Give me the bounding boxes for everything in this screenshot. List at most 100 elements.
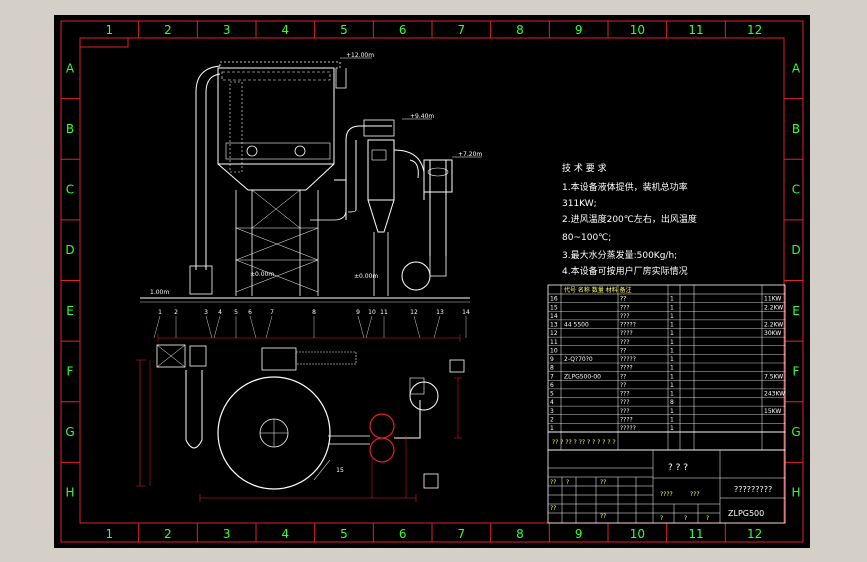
- bom-row-no: 11: [550, 339, 558, 346]
- grid-col-top-1: 1: [106, 23, 114, 37]
- bom-row-power: 2.2KW: [764, 304, 783, 311]
- bom-row: 2????1: [550, 416, 674, 423]
- bom-row: 9 2-Q?70?0????? 1: [550, 356, 674, 363]
- grid-col-top-8: 8: [516, 23, 524, 37]
- grid-col-top-3: 3: [223, 23, 231, 37]
- grid-col-bottom-6: 6: [399, 527, 407, 541]
- bom-row: 6?? 1: [550, 382, 674, 389]
- tech-line-2: 311KW;: [562, 199, 597, 209]
- bom-row-code: 44 5500: [564, 322, 589, 329]
- plan-fan-box: [449, 359, 465, 373]
- title-block: ? ? ? ????????? ZLPG500 ?? ? ?? ?? ???? …: [547, 449, 786, 524]
- title-cell-9: ?: [684, 515, 687, 522]
- callout-11: 11: [380, 309, 388, 316]
- bom-row-name: ???: [620, 313, 630, 320]
- bom-row-power: 30KW: [764, 330, 781, 337]
- bom-row-no: 9: [550, 356, 554, 363]
- bom-row: 10??1: [550, 347, 674, 354]
- bom-row-no: 16: [550, 296, 558, 303]
- bom-row-no: 1: [550, 425, 554, 432]
- bom-row-code: 2-Q?70?0: [564, 356, 593, 363]
- callout-15: 15: [336, 467, 344, 474]
- bom-row-name: ???: [620, 391, 630, 398]
- title-cell-10: ?: [706, 515, 709, 522]
- bom-row-name: ??: [620, 296, 626, 303]
- bom-row-power: 11KW: [764, 296, 781, 303]
- bom-row-qty: 1: [670, 339, 674, 346]
- bom-row-power: 15KW: [764, 408, 781, 415]
- grid-col-bottom-8: 8: [516, 527, 524, 541]
- grid-row-left-A: A: [66, 61, 75, 75]
- grid-row-left-E: E: [66, 304, 74, 318]
- bom-row-no: 4: [550, 399, 554, 406]
- bom-row-no: 15: [550, 304, 558, 311]
- drawing-name: ?????????: [734, 485, 772, 494]
- grid-col-bottom-9: 9: [575, 527, 583, 541]
- bom-row-power: 2.2KW: [764, 322, 783, 329]
- grid-row-left-B: B: [66, 122, 74, 136]
- bom-row-no: 5: [550, 391, 554, 398]
- tech-title: 技 术 要 求: [562, 162, 607, 174]
- elev-ground: ±0.00m: [354, 273, 378, 280]
- bom-row: 1????? 1: [550, 425, 674, 432]
- bom-row: 11???1: [550, 339, 674, 346]
- bom-row-qty: 8: [670, 399, 674, 406]
- grid-col-bottom-4: 4: [282, 527, 290, 541]
- grid-col-top-2: 2: [164, 23, 172, 37]
- bom-row-name: ???: [620, 399, 630, 406]
- bom-row-name: ??: [620, 382, 626, 389]
- bom-row-qty: 1: [670, 356, 674, 363]
- grid-row-left-G: G: [65, 425, 74, 439]
- grid-col-top-4: 4: [282, 23, 290, 37]
- bom-row-qty: 1: [670, 322, 674, 329]
- elev-mid: +9.40m: [410, 113, 434, 120]
- tech-line-1: 1.本设备液体提供，装机总功率: [562, 181, 688, 193]
- grid-row-right-E: E: [792, 304, 800, 318]
- bom-row-qty: 1: [670, 425, 674, 432]
- callout-9: 9: [356, 309, 360, 316]
- grid-col-bottom-12: 12: [747, 527, 762, 541]
- bom-row-name: ??: [620, 347, 626, 354]
- tech-line-6: 4.本设备可按用户厂房实际情况: [562, 265, 688, 277]
- bom-row-no: 10: [550, 347, 558, 354]
- grid-col-bottom-10: 10: [630, 527, 645, 541]
- title-marks: ? ? ?: [668, 463, 688, 473]
- bom-row-qty: 1: [670, 304, 674, 311]
- title-cell-1: ??: [550, 479, 556, 486]
- grid-row-right-A: A: [792, 61, 801, 75]
- title-cell-3: ??: [600, 479, 606, 486]
- bom-row-no: 8: [550, 365, 554, 372]
- bom-row: 4??? 8: [550, 399, 674, 406]
- bom-row: 14??? 1: [550, 313, 674, 320]
- grid-col-bottom-3: 3: [223, 527, 231, 541]
- bom-header: 代号 名称 数量 材料 备注: [564, 286, 632, 294]
- cyclone: [367, 139, 395, 201]
- grid-col-bottom-5: 5: [340, 527, 348, 541]
- bom-row-name: ?????: [620, 425, 636, 432]
- bom-row-name: ??: [620, 373, 626, 380]
- plan-drying-chamber: [217, 376, 331, 490]
- tech-line-5: 3.最大水分蒸发量:500Kg/h;: [562, 249, 677, 261]
- grid-row-left-H: H: [65, 486, 74, 500]
- grid-col-top-12: 12: [747, 23, 762, 37]
- grid-row-left-F: F: [67, 364, 74, 378]
- bom-row-qty: 1: [670, 382, 674, 389]
- callout-2: 2: [174, 309, 178, 316]
- bom-row-no: 6: [550, 382, 554, 389]
- grid-col-bottom-11: 11: [688, 527, 703, 541]
- bom-row-name: ?????: [620, 356, 636, 363]
- callout-13: 13: [436, 309, 444, 316]
- grid-col-top-10: 10: [630, 23, 645, 37]
- bom-row-name: ?????: [620, 322, 636, 329]
- callout-4: 4: [218, 309, 222, 316]
- bom-row-no: 14: [550, 313, 558, 320]
- callout-8: 8: [312, 309, 316, 316]
- bom-row-qty: 1: [670, 313, 674, 320]
- elev-right: +7.20m: [458, 151, 482, 158]
